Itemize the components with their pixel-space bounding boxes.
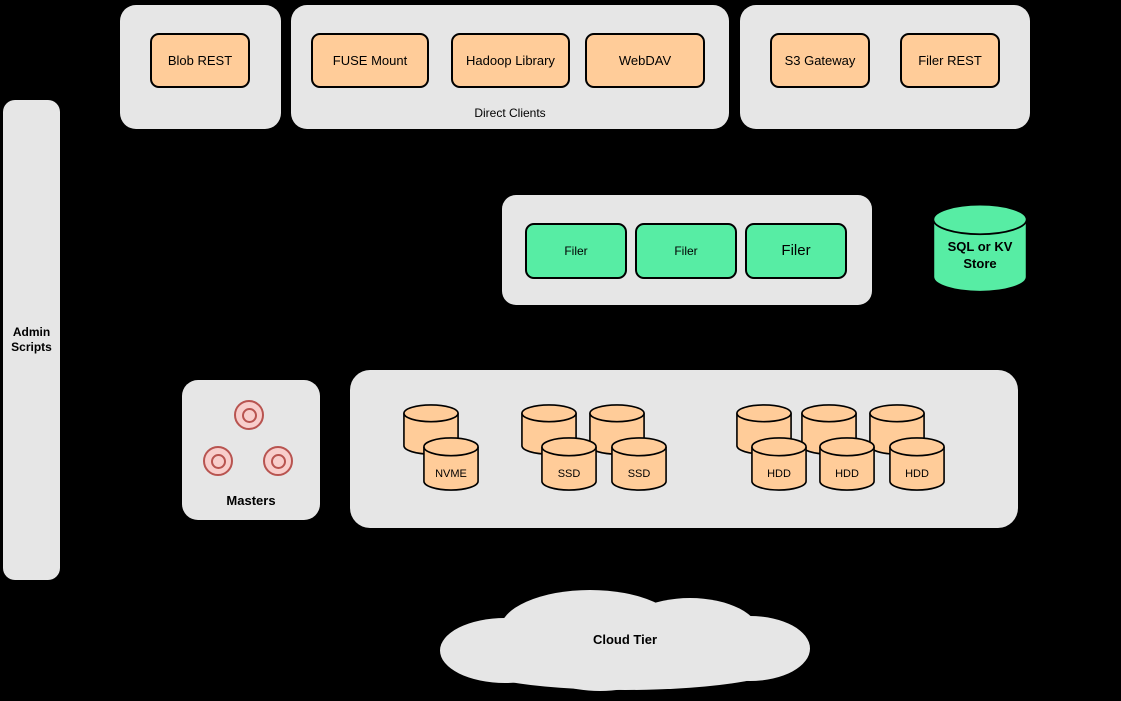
sql-kv-store-label: SQL or KV Store bbox=[947, 239, 1013, 271]
ssd-cylinder-front-2: SSD bbox=[610, 437, 668, 492]
filer-rest-label: Filer REST bbox=[918, 52, 982, 68]
s3-gateway-label: S3 Gateway bbox=[784, 52, 856, 68]
filer-node-3: Filer bbox=[745, 223, 847, 279]
hdd-cylinder-front-3: HDD bbox=[888, 437, 946, 492]
nvme-cylinder-front: NVME bbox=[422, 437, 480, 492]
volume-servers-panel: NVME SSD SSD HDD bbox=[350, 370, 1018, 528]
admin-scripts-panel: Admin Scripts bbox=[3, 100, 60, 580]
master-circle-3-core bbox=[270, 453, 286, 469]
blob-rest-node: Blob REST bbox=[150, 33, 250, 88]
master-circle-1-core bbox=[241, 407, 257, 423]
fuse-mount-label: FUSE Mount bbox=[332, 52, 408, 68]
hdd-label-1: HDD bbox=[767, 467, 791, 480]
webdav-node: WebDAV bbox=[585, 33, 705, 88]
fuse-mount-node: FUSE Mount bbox=[311, 33, 429, 88]
ssd-label-1: SSD bbox=[557, 467, 581, 480]
hadoop-library-label: Hadoop Library bbox=[466, 52, 555, 68]
filer-label-2: Filer bbox=[674, 243, 698, 258]
master-circle-3 bbox=[263, 446, 293, 476]
direct-clients-caption: Direct Clients bbox=[474, 106, 546, 120]
masters-caption: Masters bbox=[226, 493, 276, 508]
filer-label-3: Filer bbox=[781, 242, 811, 259]
masters-panel: Masters bbox=[182, 380, 320, 520]
hadoop-library-node: Hadoop Library bbox=[451, 33, 570, 88]
gateway-panel: S3 Gateway Filer REST bbox=[740, 5, 1030, 129]
master-circle-2-core bbox=[210, 453, 226, 469]
hdd-label-2: HDD bbox=[835, 467, 859, 480]
webdav-label: WebDAV bbox=[618, 52, 672, 68]
filer-group-panel: Filer Filer Filer bbox=[502, 195, 872, 305]
ssd-cylinder-front-1: SSD bbox=[540, 437, 598, 492]
blob-rest-label: Blob REST bbox=[167, 52, 233, 68]
s3-gateway-node: S3 Gateway bbox=[770, 33, 870, 88]
sql-kv-store-cylinder: SQL or KV Store bbox=[930, 203, 1030, 295]
ssd-label-2: SSD bbox=[627, 467, 651, 480]
admin-scripts-label: Admin Scripts bbox=[11, 325, 52, 354]
blob-group-panel: Blob REST bbox=[120, 5, 281, 129]
filer-label-1: Filer bbox=[564, 243, 588, 258]
hdd-cylinder-front-2: HDD bbox=[818, 437, 876, 492]
cloud-tier-shape: Cloud Tier bbox=[440, 588, 810, 693]
cloud-bump bbox=[540, 643, 660, 691]
filer-node-1: Filer bbox=[525, 223, 627, 279]
direct-clients-panel: FUSE Mount Hadoop Library WebDAV Direct … bbox=[291, 5, 729, 129]
filer-node-2: Filer bbox=[635, 223, 737, 279]
hdd-cylinder-front-1: HDD bbox=[750, 437, 808, 492]
filer-rest-node: Filer REST bbox=[900, 33, 1000, 88]
master-circle-1 bbox=[234, 400, 264, 430]
nvme-label: NVME bbox=[435, 467, 467, 480]
master-circle-2 bbox=[203, 446, 233, 476]
cloud-tier-label: Cloud Tier bbox=[592, 632, 658, 647]
hdd-label-3: HDD bbox=[905, 467, 929, 480]
